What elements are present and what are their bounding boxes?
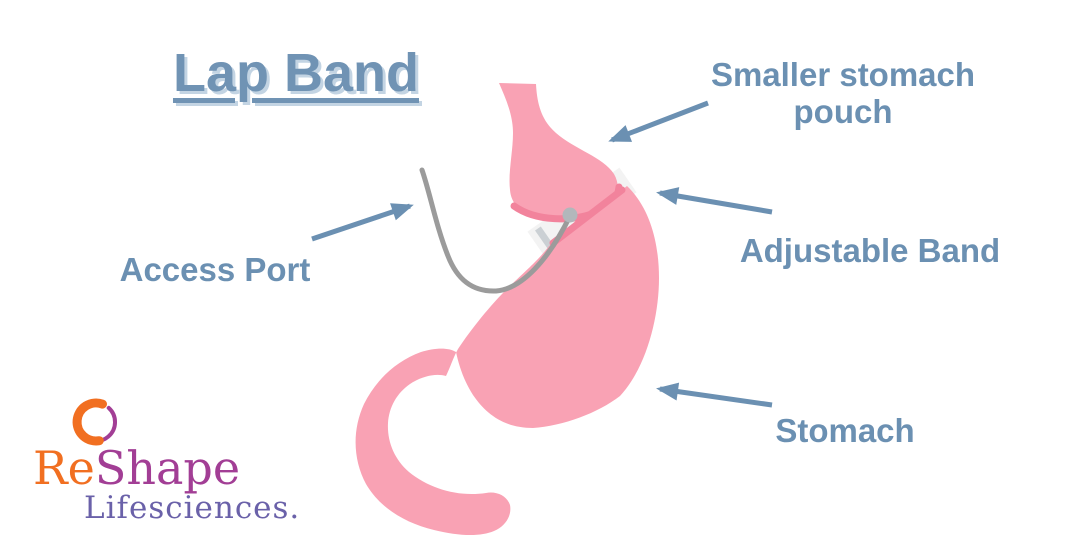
stomach-arrow-icon — [656, 382, 773, 408]
adjustable-band-label: Adjustable Band — [739, 232, 1001, 269]
band-port-dot — [562, 207, 578, 223]
band-arrow-icon — [656, 187, 773, 215]
logo-wordmark: ReShape — [33, 441, 240, 495]
access-port-label: Access Port — [119, 251, 311, 288]
logo-swirl-icon — [72, 398, 117, 446]
logo-re-text: Re — [33, 441, 95, 495]
body-top-rim — [549, 186, 626, 247]
smaller-stomach-pouch-label: Smaller stomach pouch — [710, 56, 976, 130]
stomach-body-shape — [355, 186, 659, 536]
logo-shape-text: Shape — [94, 441, 241, 495]
page-title: Lap Band — [172, 43, 419, 103]
stomach-pouch-shape — [499, 83, 623, 223]
logo-lifesciences-text: Lifesciences. — [84, 490, 301, 526]
pouch-arrow-icon — [608, 100, 709, 143]
stomach-label: Stomach — [775, 412, 915, 449]
access-port-tube — [419, 167, 573, 294]
access-port-arrow-icon — [311, 203, 414, 242]
